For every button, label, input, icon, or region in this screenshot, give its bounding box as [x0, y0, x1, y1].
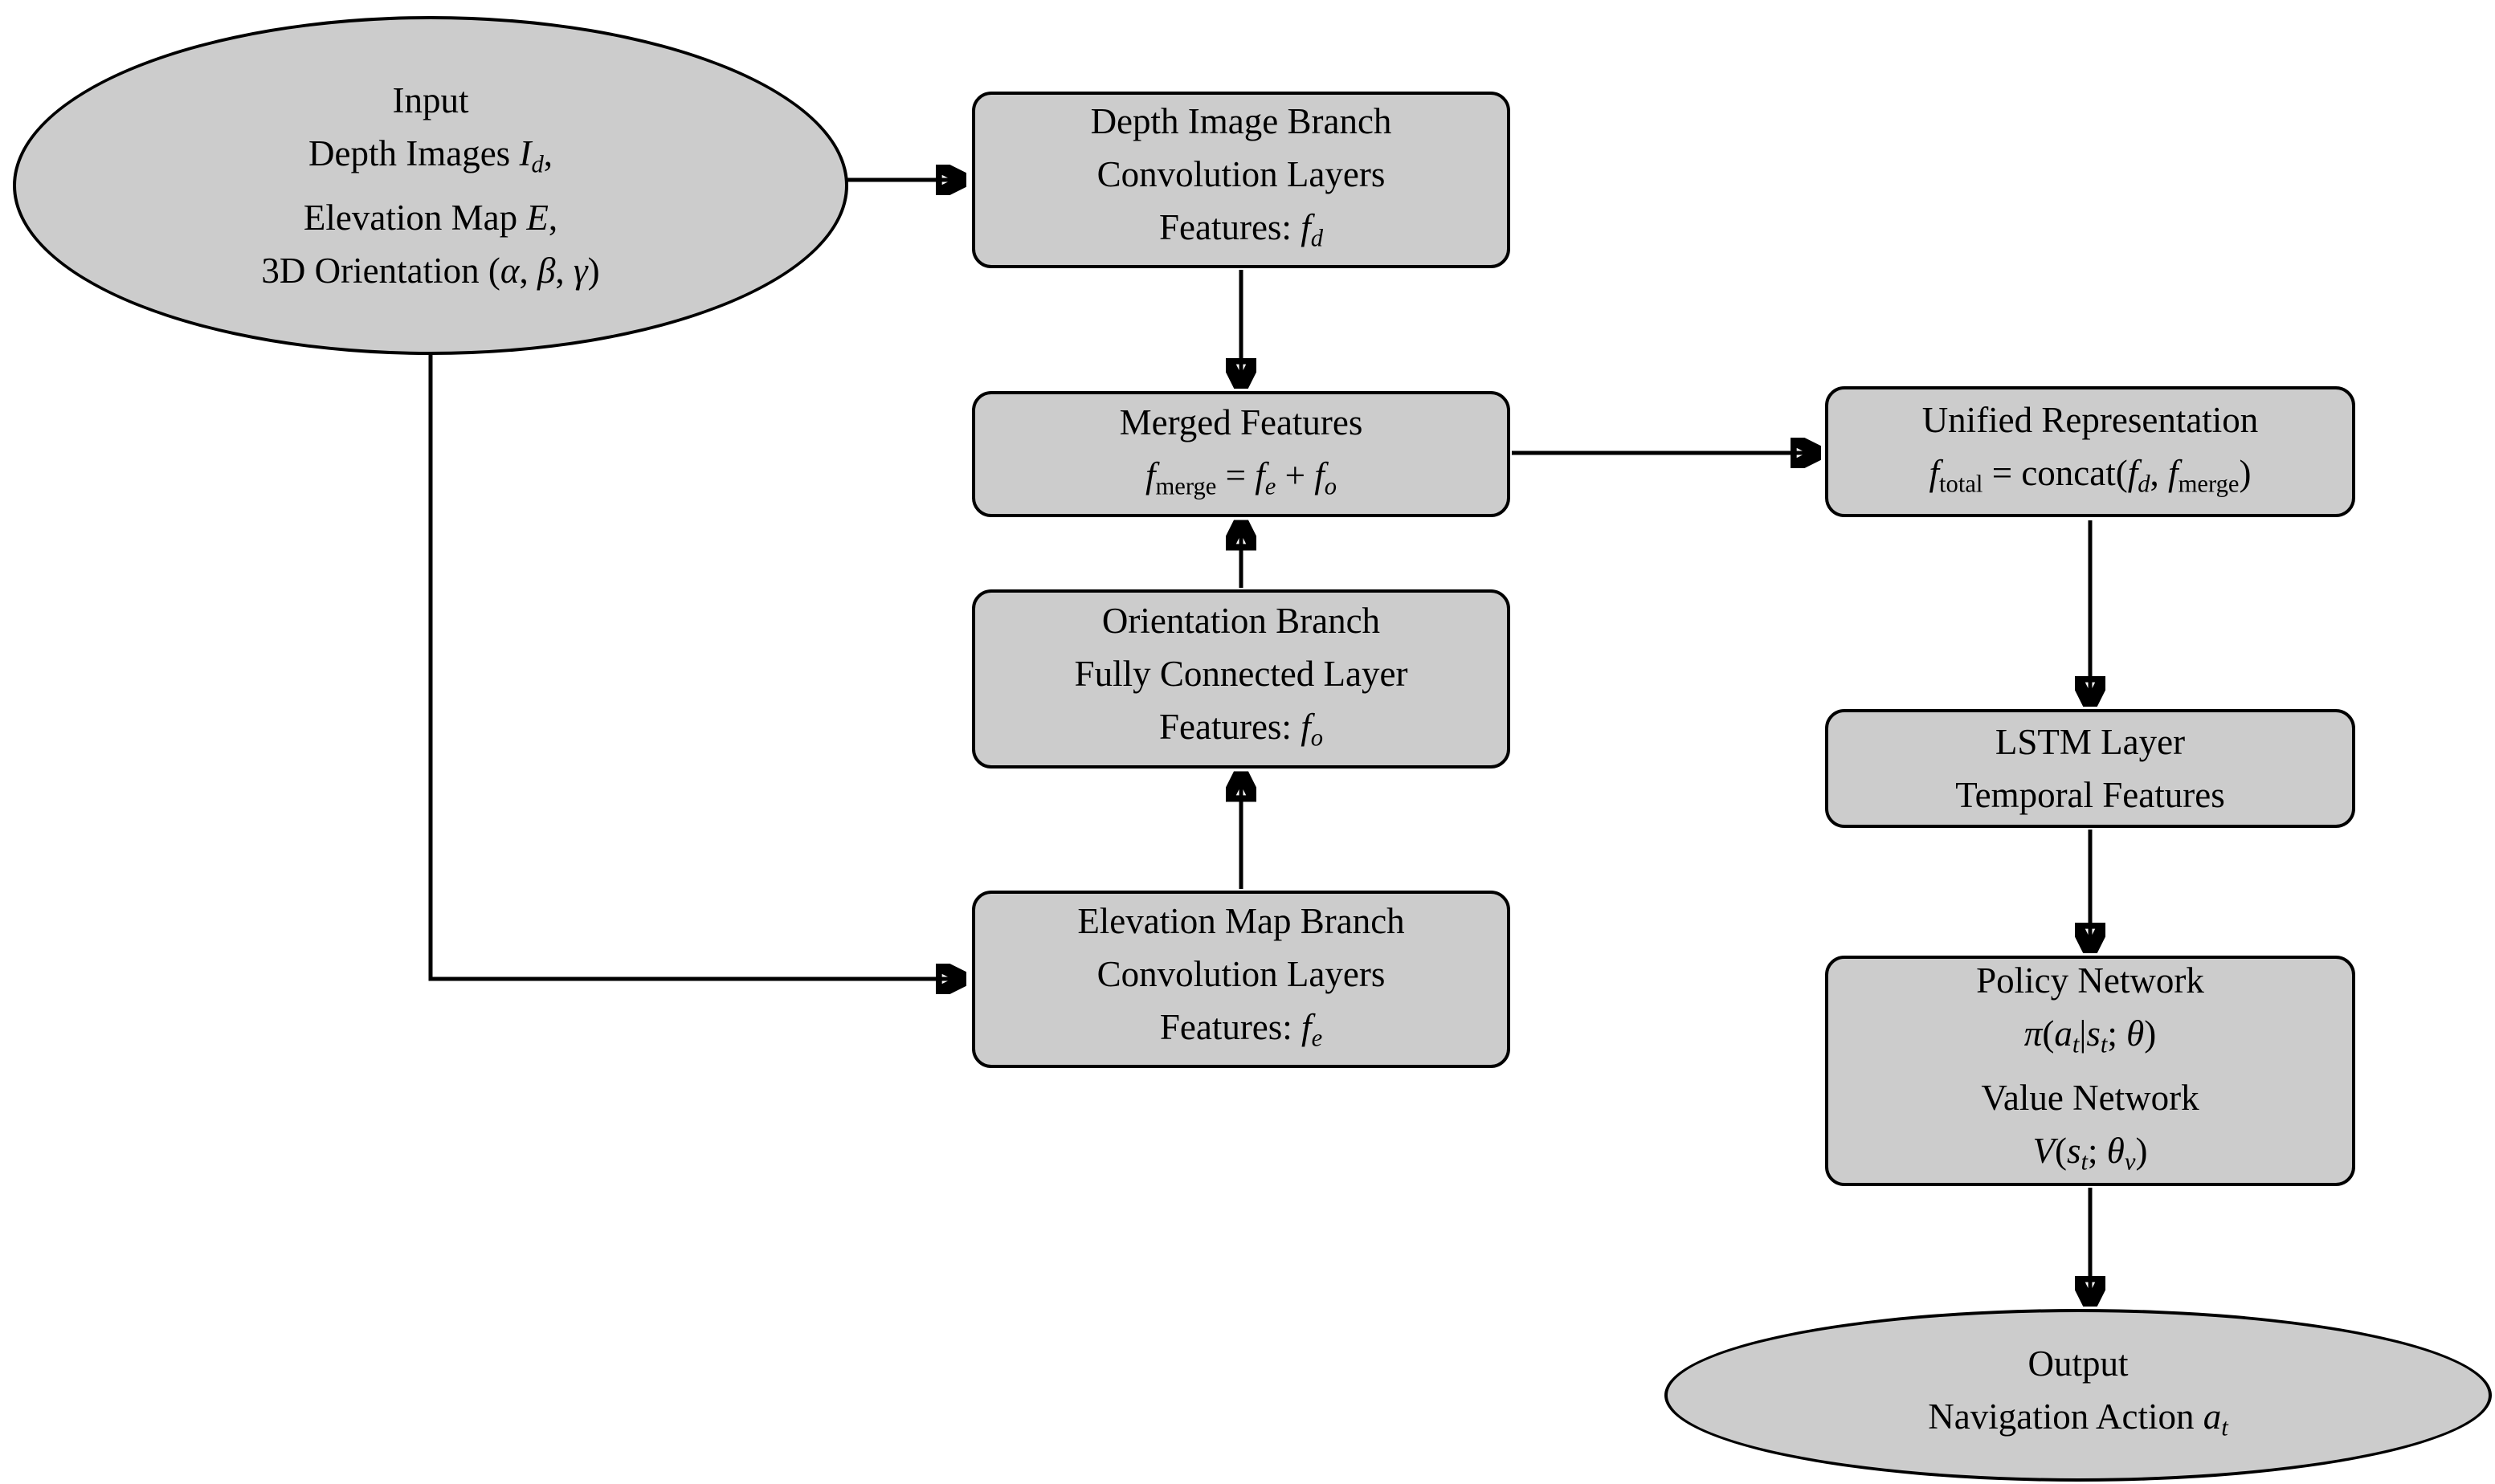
node-text-line: Navigation Action at	[1928, 1396, 2228, 1441]
node-text-line: Depth Images Id,	[308, 133, 553, 178]
node-text-line: Policy Network	[1976, 960, 2204, 1001]
node-text-line: Depth Image Branch	[1090, 101, 1392, 142]
node-text-line: Convolution Layers	[1096, 154, 1386, 195]
node-text-line: Orientation Branch	[1101, 600, 1381, 641]
node-text-line: Unified Representation	[1921, 399, 2259, 440]
node-text-line: Fully Connected Layer	[1074, 653, 1408, 694]
node-text-line: Features: fd	[1158, 207, 1323, 252]
node-unified-representation: Unified Representation ftotal = concat(fd…	[1825, 386, 2355, 517]
node-text-line: Features: fe	[1159, 1006, 1323, 1052]
edge-input-to-elevation	[428, 353, 962, 979]
node-text-line: Temporal Features	[1955, 775, 2225, 815]
node-text-line: Convolution Layers	[1096, 953, 1386, 994]
node-text-line: Elevation Map Branch	[1077, 900, 1405, 941]
node-text-line: Input	[392, 80, 469, 121]
node-text-line: LSTM Layer	[1995, 722, 2186, 762]
node-text-line: 3D Orientation (α, β, γ)	[261, 250, 600, 291]
node-text-line: V(st; θv)	[2032, 1130, 2148, 1176]
node-text-line: Elevation Map E,	[303, 197, 558, 238]
node-merged-features: Merged Features fmerge = fe + fo	[972, 391, 1510, 517]
node-text-line: Value Network	[1981, 1077, 2199, 1118]
node-text-line: ftotal = concat(fd, fmerge)	[1929, 452, 2252, 498]
node-text-line: Features: fo	[1158, 706, 1323, 752]
node-text-line: fmerge = fe + fo	[1145, 455, 1337, 500]
node-text-line: π(at|st; θ)	[2023, 1013, 2157, 1058]
node-text-line: Output	[2027, 1343, 2129, 1384]
node-text-line: Merged Features	[1119, 402, 1363, 442]
